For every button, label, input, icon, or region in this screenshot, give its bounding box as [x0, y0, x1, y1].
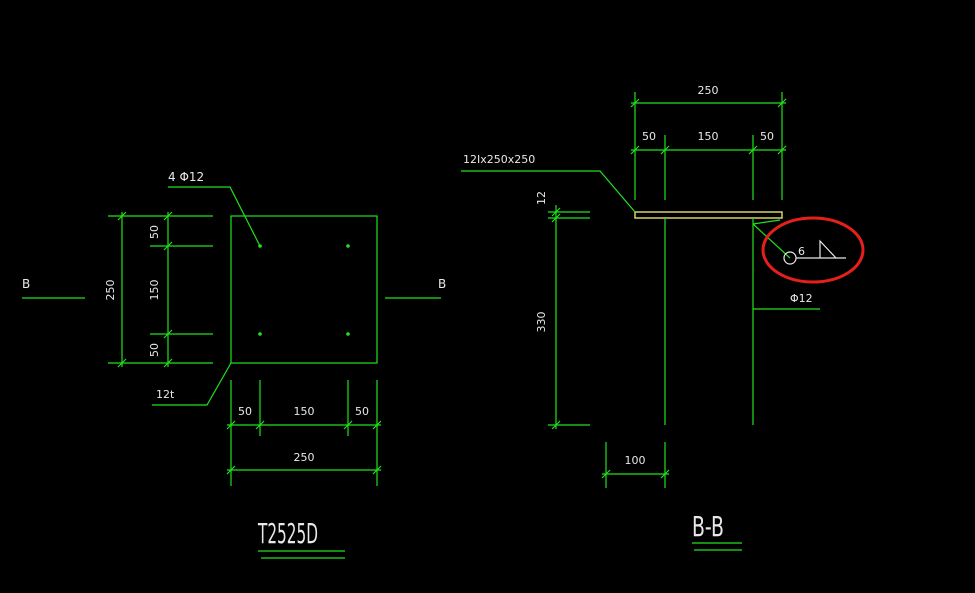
plan-title: T2525D [257, 517, 318, 550]
section-rebar-label: Φ12 [790, 292, 813, 305]
bolt-hole [346, 332, 350, 336]
dim-total-horizontal: 250 [294, 451, 315, 464]
dim-bottom-vertical: 50 [148, 343, 161, 357]
weld-symbol: 6 [752, 219, 846, 265]
dim-section-right: 50 [760, 130, 774, 143]
section-left-dimensions: 12 330 [535, 191, 590, 430]
plate-label-leader [461, 170, 636, 213]
section-mark-left: B [22, 277, 30, 291]
dim-mid-vertical: 150 [148, 280, 161, 301]
dim-width: 100 [625, 454, 646, 467]
section-plate-label: 12Ix250x250 [463, 153, 535, 166]
rebar-leader [168, 186, 261, 247]
dim-mid-horizontal: 150 [294, 405, 315, 418]
dim-right-horizontal: 50 [355, 405, 369, 418]
section-mark-right: B [438, 277, 446, 291]
dim-top-vertical: 50 [148, 225, 161, 239]
dim-section-total: 250 [698, 84, 719, 97]
dim-section-left: 50 [642, 130, 656, 143]
plate-leader [152, 362, 232, 406]
dim-total-vertical: 250 [104, 280, 117, 301]
section-bottom-dimension: 100 [601, 442, 670, 488]
vertical-dimensions: 250 50 150 50 [104, 211, 213, 368]
dim-section-mid: 150 [698, 130, 719, 143]
anchor-plate-outline [230, 215, 378, 364]
weld-size: 6 [798, 245, 805, 258]
plan-view: 4 Φ12 12t B B 250 50 150 50 [22, 170, 446, 559]
bolt-hole [346, 244, 350, 248]
dim-depth: 330 [535, 312, 548, 333]
anchor-plate-section [634, 211, 783, 219]
section-top-dimensions: 250 50 150 50 [630, 84, 787, 200]
rebar-label: 4 Φ12 [168, 170, 204, 184]
fillet-weld-icon [819, 239, 837, 259]
dim-left-horizontal: 50 [238, 405, 252, 418]
bolt-hole [258, 332, 262, 336]
dim-plate-thickness: 12 [535, 191, 548, 205]
section-view: 250 50 150 50 12Ix250x250 12 330 [461, 84, 865, 551]
horizontal-dimensions: 50 150 50 250 [226, 380, 382, 486]
section-title: B-B [692, 510, 724, 543]
highlight-circle [761, 216, 865, 284]
plate-thickness-label: 12t [156, 388, 175, 401]
